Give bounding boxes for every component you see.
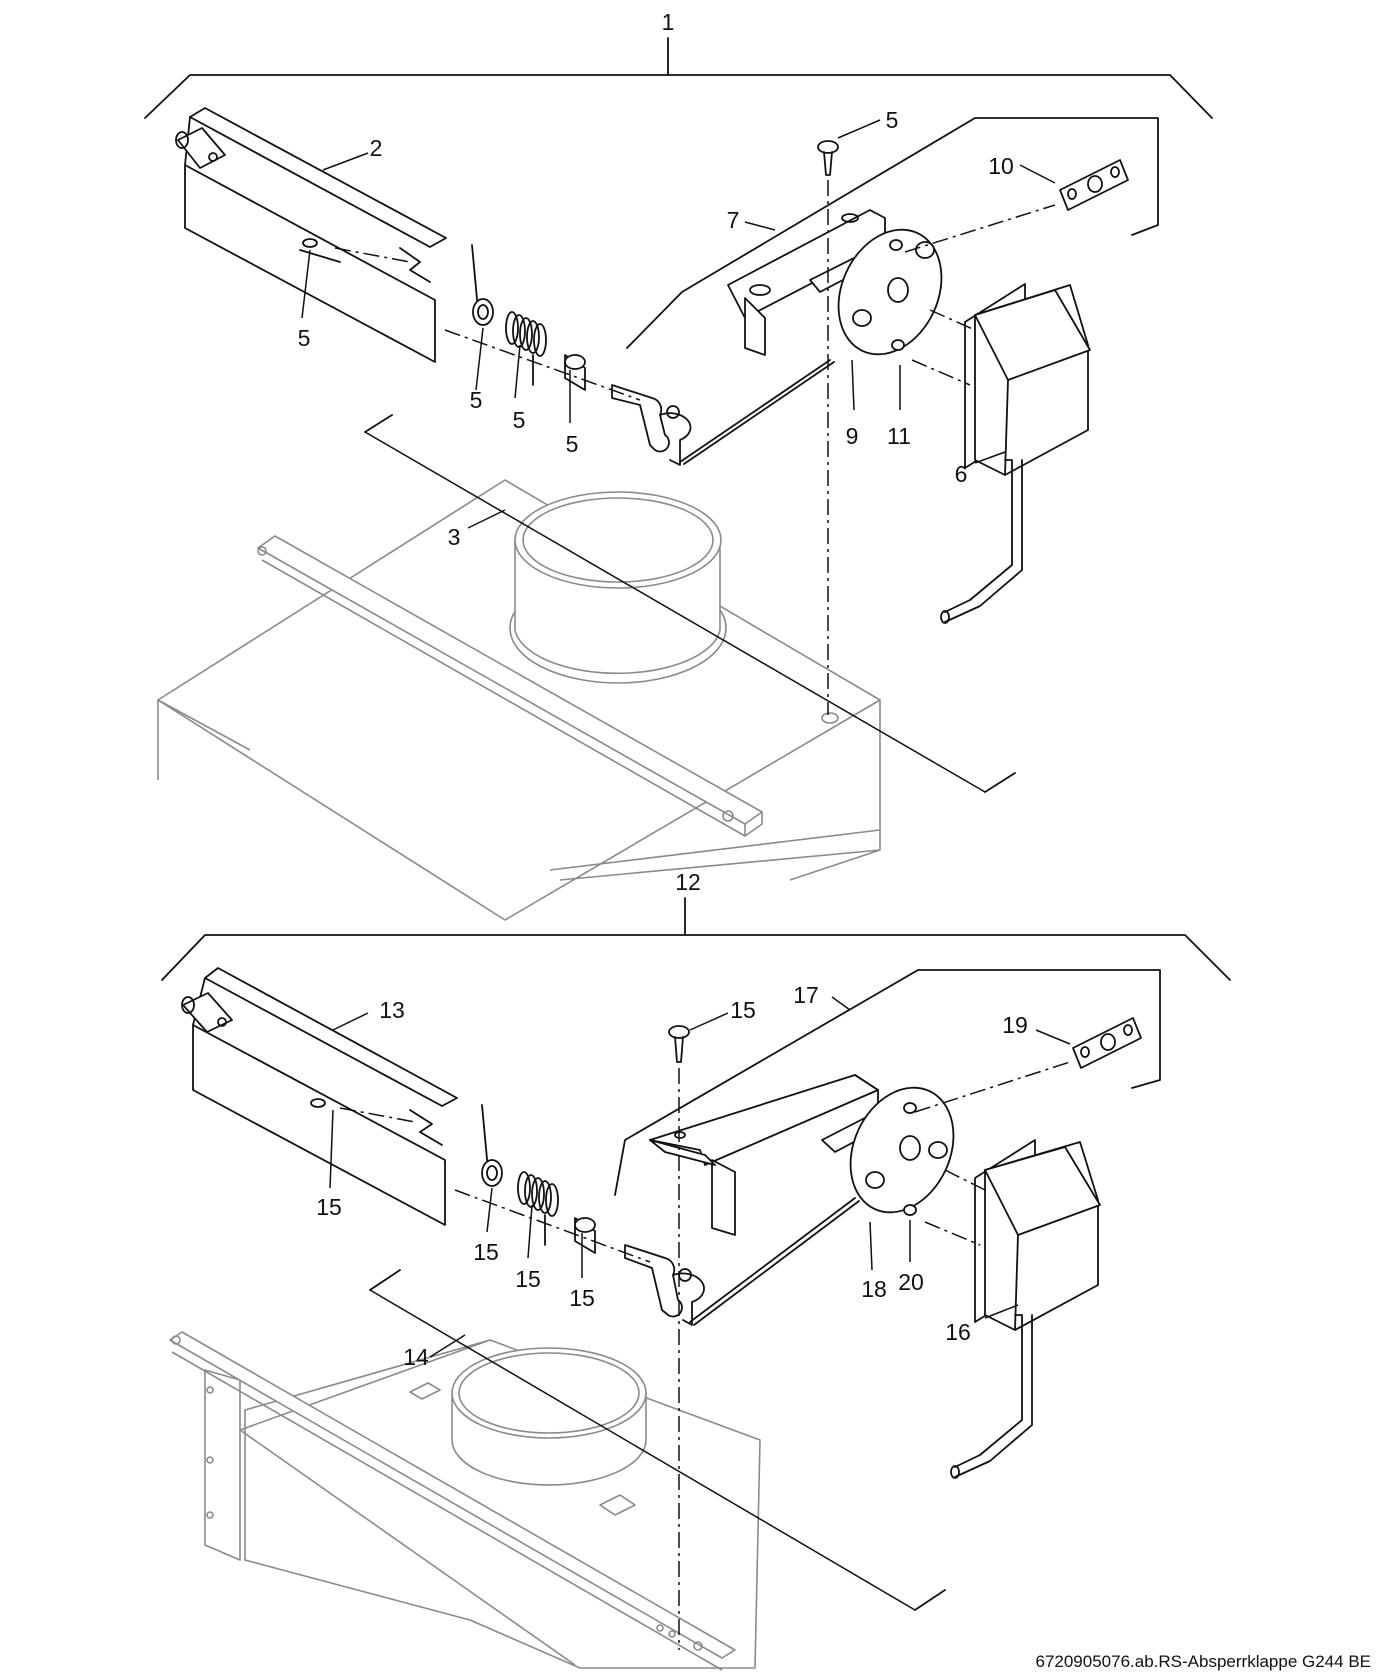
callout-label: 16 <box>945 1319 971 1345</box>
lower-screw-part <box>668 1025 690 1063</box>
callout-label: 15 <box>515 1266 541 1292</box>
upper-linkage <box>334 244 835 466</box>
callout-label: 5 <box>470 387 483 413</box>
upper-assembly: 1 2 5 10 7 5 5 5 5 9 11 6 3 <box>144 9 1213 921</box>
callout-label: 19 <box>1002 1012 1028 1038</box>
lower-motor-part <box>950 1139 1101 1479</box>
lower-group-bracket <box>161 934 1231 981</box>
callout-label: 2 <box>370 135 383 161</box>
callout-label: 3 <box>448 524 461 550</box>
callout-label: 18 <box>861 1276 887 1302</box>
callout-label: 1 <box>662 9 675 35</box>
callout-label: 13 <box>379 997 405 1023</box>
callout-label: 9 <box>846 423 859 449</box>
callout-label: 6 <box>955 461 968 487</box>
upper-motor-part <box>940 283 1091 624</box>
upper-group-bracket <box>144 74 1213 119</box>
lower-plate-part <box>1072 1017 1142 1069</box>
callout-label: 15 <box>730 997 756 1023</box>
drawing-reference-id: 6720905076.ab.RS-Absperrklappe G244 BE <box>1035 1652 1371 1671</box>
callout-label: 11 <box>887 423 911 449</box>
lower-flap-part <box>181 967 458 1226</box>
callout-label: 10 <box>988 153 1014 179</box>
lower-linkage <box>339 1104 860 1326</box>
callout-label: 5 <box>566 431 579 457</box>
callout-label: 5 <box>513 407 526 433</box>
upper-plate-part <box>1059 159 1129 211</box>
callout-label: 15 <box>473 1239 499 1265</box>
lower-base-unit <box>169 1331 761 1671</box>
callout-label: 20 <box>898 1269 924 1295</box>
callout-label: 5 <box>886 107 899 133</box>
lower-bracket-part <box>614 969 1161 1236</box>
callout-label: 14 <box>403 1344 429 1370</box>
upper-screw-part <box>817 140 839 176</box>
callout-label: 12 <box>675 869 701 895</box>
lower-assembly: 12 13 15 17 19 15 15 15 15 18 20 16 14 <box>161 869 1231 1671</box>
callout-label: 5 <box>298 325 311 351</box>
callout-label: 15 <box>316 1194 342 1220</box>
callout-label: 7 <box>727 207 740 233</box>
upper-flap-part <box>175 107 447 363</box>
callout-label: 15 <box>569 1285 595 1311</box>
upper-base-unit <box>157 479 881 921</box>
callout-label: 17 <box>793 982 819 1008</box>
